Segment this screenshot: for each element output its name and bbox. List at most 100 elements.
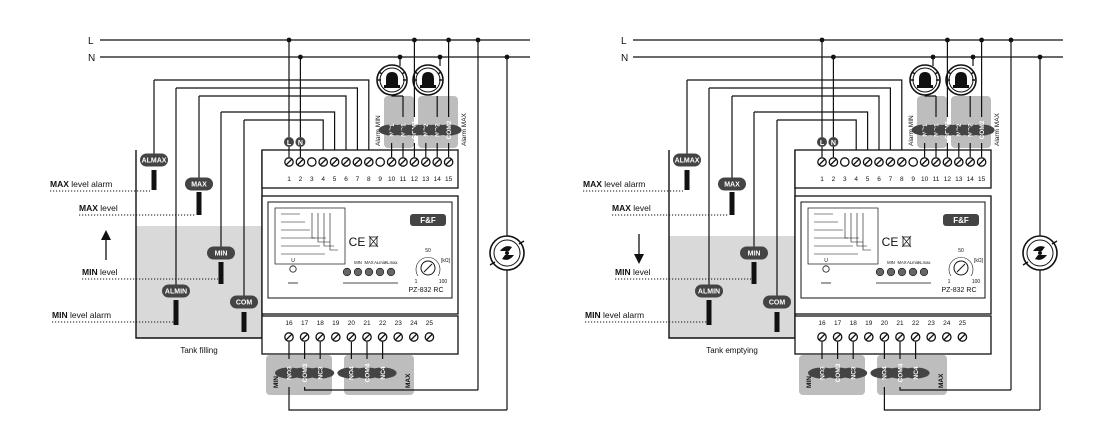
contact-no4-text: NO4 bbox=[349, 366, 356, 380]
com3-to-L bbox=[304, 387, 478, 391]
terminal-screw-19 bbox=[863, 332, 874, 342]
terminal-screw-24 bbox=[941, 332, 952, 342]
terminal-number-10: 10 bbox=[921, 176, 929, 183]
terminal-number-17: 17 bbox=[301, 320, 309, 327]
led-3-icon bbox=[375, 267, 385, 277]
no4-to-pump bbox=[883, 387, 1040, 411]
led-u-icon bbox=[289, 265, 297, 273]
terminal-screw-2 bbox=[828, 157, 839, 167]
led-u-label: U bbox=[291, 258, 295, 264]
ce-mark: CE bbox=[349, 235, 366, 249]
terminal-screw-22 bbox=[377, 332, 388, 342]
terminal-screw-11 bbox=[931, 157, 941, 167]
led-u-label: U bbox=[824, 258, 828, 264]
com4-to-L bbox=[899, 387, 1011, 391]
probe-almin-rod bbox=[706, 300, 712, 325]
sensitivity-dial-scale bbox=[948, 257, 974, 277]
tag-N: N bbox=[831, 140, 836, 147]
sensitivity-dial-scale bbox=[415, 257, 441, 277]
terminal-number-16: 16 bbox=[818, 320, 826, 327]
terminal-screw-8 bbox=[896, 157, 907, 167]
tag-N-circle bbox=[828, 137, 839, 147]
alarm-min-label: Alarm MIN bbox=[375, 115, 382, 146]
terminal-screw-14 bbox=[965, 157, 976, 167]
contact-com2: COM2 bbox=[968, 120, 995, 139]
siren-alarm-max-icon bbox=[945, 64, 977, 96]
label-min-level-alarm: MIN level alarm bbox=[52, 310, 111, 320]
probe-max-tag-text: MAX bbox=[724, 181, 740, 188]
front-schematic-step-3 bbox=[329, 213, 338, 251]
weee-icon bbox=[369, 236, 378, 247]
terminal-number-7: 7 bbox=[889, 176, 893, 183]
probe-com-rod bbox=[241, 312, 247, 332]
front-schematic-step-2 bbox=[856, 213, 867, 247]
probe-almax-tag-text: ALMAX bbox=[142, 157, 167, 164]
com2-junction bbox=[446, 37, 451, 43]
probe-max-rod bbox=[196, 192, 202, 215]
terminal-screw-20 bbox=[879, 332, 890, 342]
label-min-level: MIN level bbox=[82, 267, 118, 277]
probe-min-tag-bg bbox=[207, 246, 235, 260]
terminal-screw-12 bbox=[942, 157, 953, 167]
terminal-number-2: 2 bbox=[299, 176, 303, 183]
probe-route-3 bbox=[754, 111, 869, 154]
terminal-empty-9 bbox=[375, 157, 386, 167]
terminal-number-6: 6 bbox=[877, 176, 881, 183]
probe-min-tag-text: MIN bbox=[748, 250, 761, 257]
contact-com2-bg bbox=[968, 124, 995, 136]
terminal-number-8: 8 bbox=[900, 176, 904, 183]
max-side-label: MAX bbox=[938, 373, 945, 388]
terminal-number-11: 11 bbox=[400, 176, 407, 183]
terminal-screw-12 bbox=[409, 157, 420, 167]
terminal-number-23: 23 bbox=[928, 320, 936, 327]
probe-almin-tag-bg bbox=[695, 284, 723, 298]
model-label: PZ-832 RC bbox=[941, 287, 976, 294]
siren-alarm-min-icon bbox=[376, 64, 408, 96]
front-schematic-step-2 bbox=[323, 213, 334, 247]
terminal-number-6: 6 bbox=[344, 176, 348, 183]
terminal-number-15: 15 bbox=[978, 176, 986, 183]
terminal-number-10: 10 bbox=[388, 176, 396, 183]
min-side-label: MIN bbox=[273, 376, 280, 388]
terminal-screw-1 bbox=[817, 157, 827, 167]
probe-almin-tag-text: ALMIN bbox=[165, 288, 187, 295]
dial-max-label: 100 bbox=[439, 279, 448, 285]
led-1-label: MIN bbox=[354, 260, 362, 265]
probe-min-tag: MIN bbox=[740, 246, 768, 260]
no3-to-pump bbox=[288, 387, 507, 411]
terminal-number-19: 19 bbox=[865, 320, 873, 327]
probe-min-tag: MIN bbox=[207, 246, 235, 260]
probe-com-tag-text: COM bbox=[236, 299, 253, 306]
alarm-min-label: Alarm MIN bbox=[908, 115, 915, 146]
terminal-screw-13 bbox=[420, 157, 431, 167]
terminal-screw-21 bbox=[362, 332, 372, 342]
alarm-max-label: Alarm MAX bbox=[994, 112, 1001, 146]
terminal-screw-4 bbox=[851, 157, 862, 167]
brand-badge bbox=[943, 214, 979, 226]
contact-com3-text: COM3 bbox=[835, 363, 842, 382]
terminal-screw-5 bbox=[862, 157, 873, 167]
front-schematic bbox=[274, 207, 346, 265]
terminal-number-24: 24 bbox=[410, 320, 418, 327]
empty-arrow-head bbox=[634, 254, 644, 264]
probe-max-tag-bg bbox=[718, 177, 746, 191]
probe-min-tag-bg bbox=[740, 246, 768, 260]
N-drop-junction bbox=[298, 54, 303, 60]
tag-L: L bbox=[287, 140, 292, 147]
dial-max-label: 100 bbox=[972, 279, 981, 285]
contact-nc4: NC4 bbox=[368, 366, 397, 380]
pump-icon bbox=[1022, 235, 1058, 271]
front-schematic-step-1 bbox=[850, 213, 863, 243]
dial-min-label: 1 bbox=[415, 279, 418, 285]
contact-nc3-text: NC3 bbox=[850, 366, 857, 379]
dial-mid-label: 50 bbox=[425, 248, 431, 254]
probe-almin-tag: ALMIN bbox=[695, 284, 723, 298]
terminal-number-9: 9 bbox=[911, 176, 915, 183]
terminal-screw-17 bbox=[299, 332, 310, 342]
dial-mid-label: 50 bbox=[958, 248, 964, 254]
led-4-label: ALmax bbox=[917, 260, 931, 265]
dial-unit-label: [kΩ] bbox=[974, 258, 984, 264]
sensitivity-dial-pointer bbox=[423, 263, 433, 273]
terminal-number-23: 23 bbox=[395, 320, 403, 327]
